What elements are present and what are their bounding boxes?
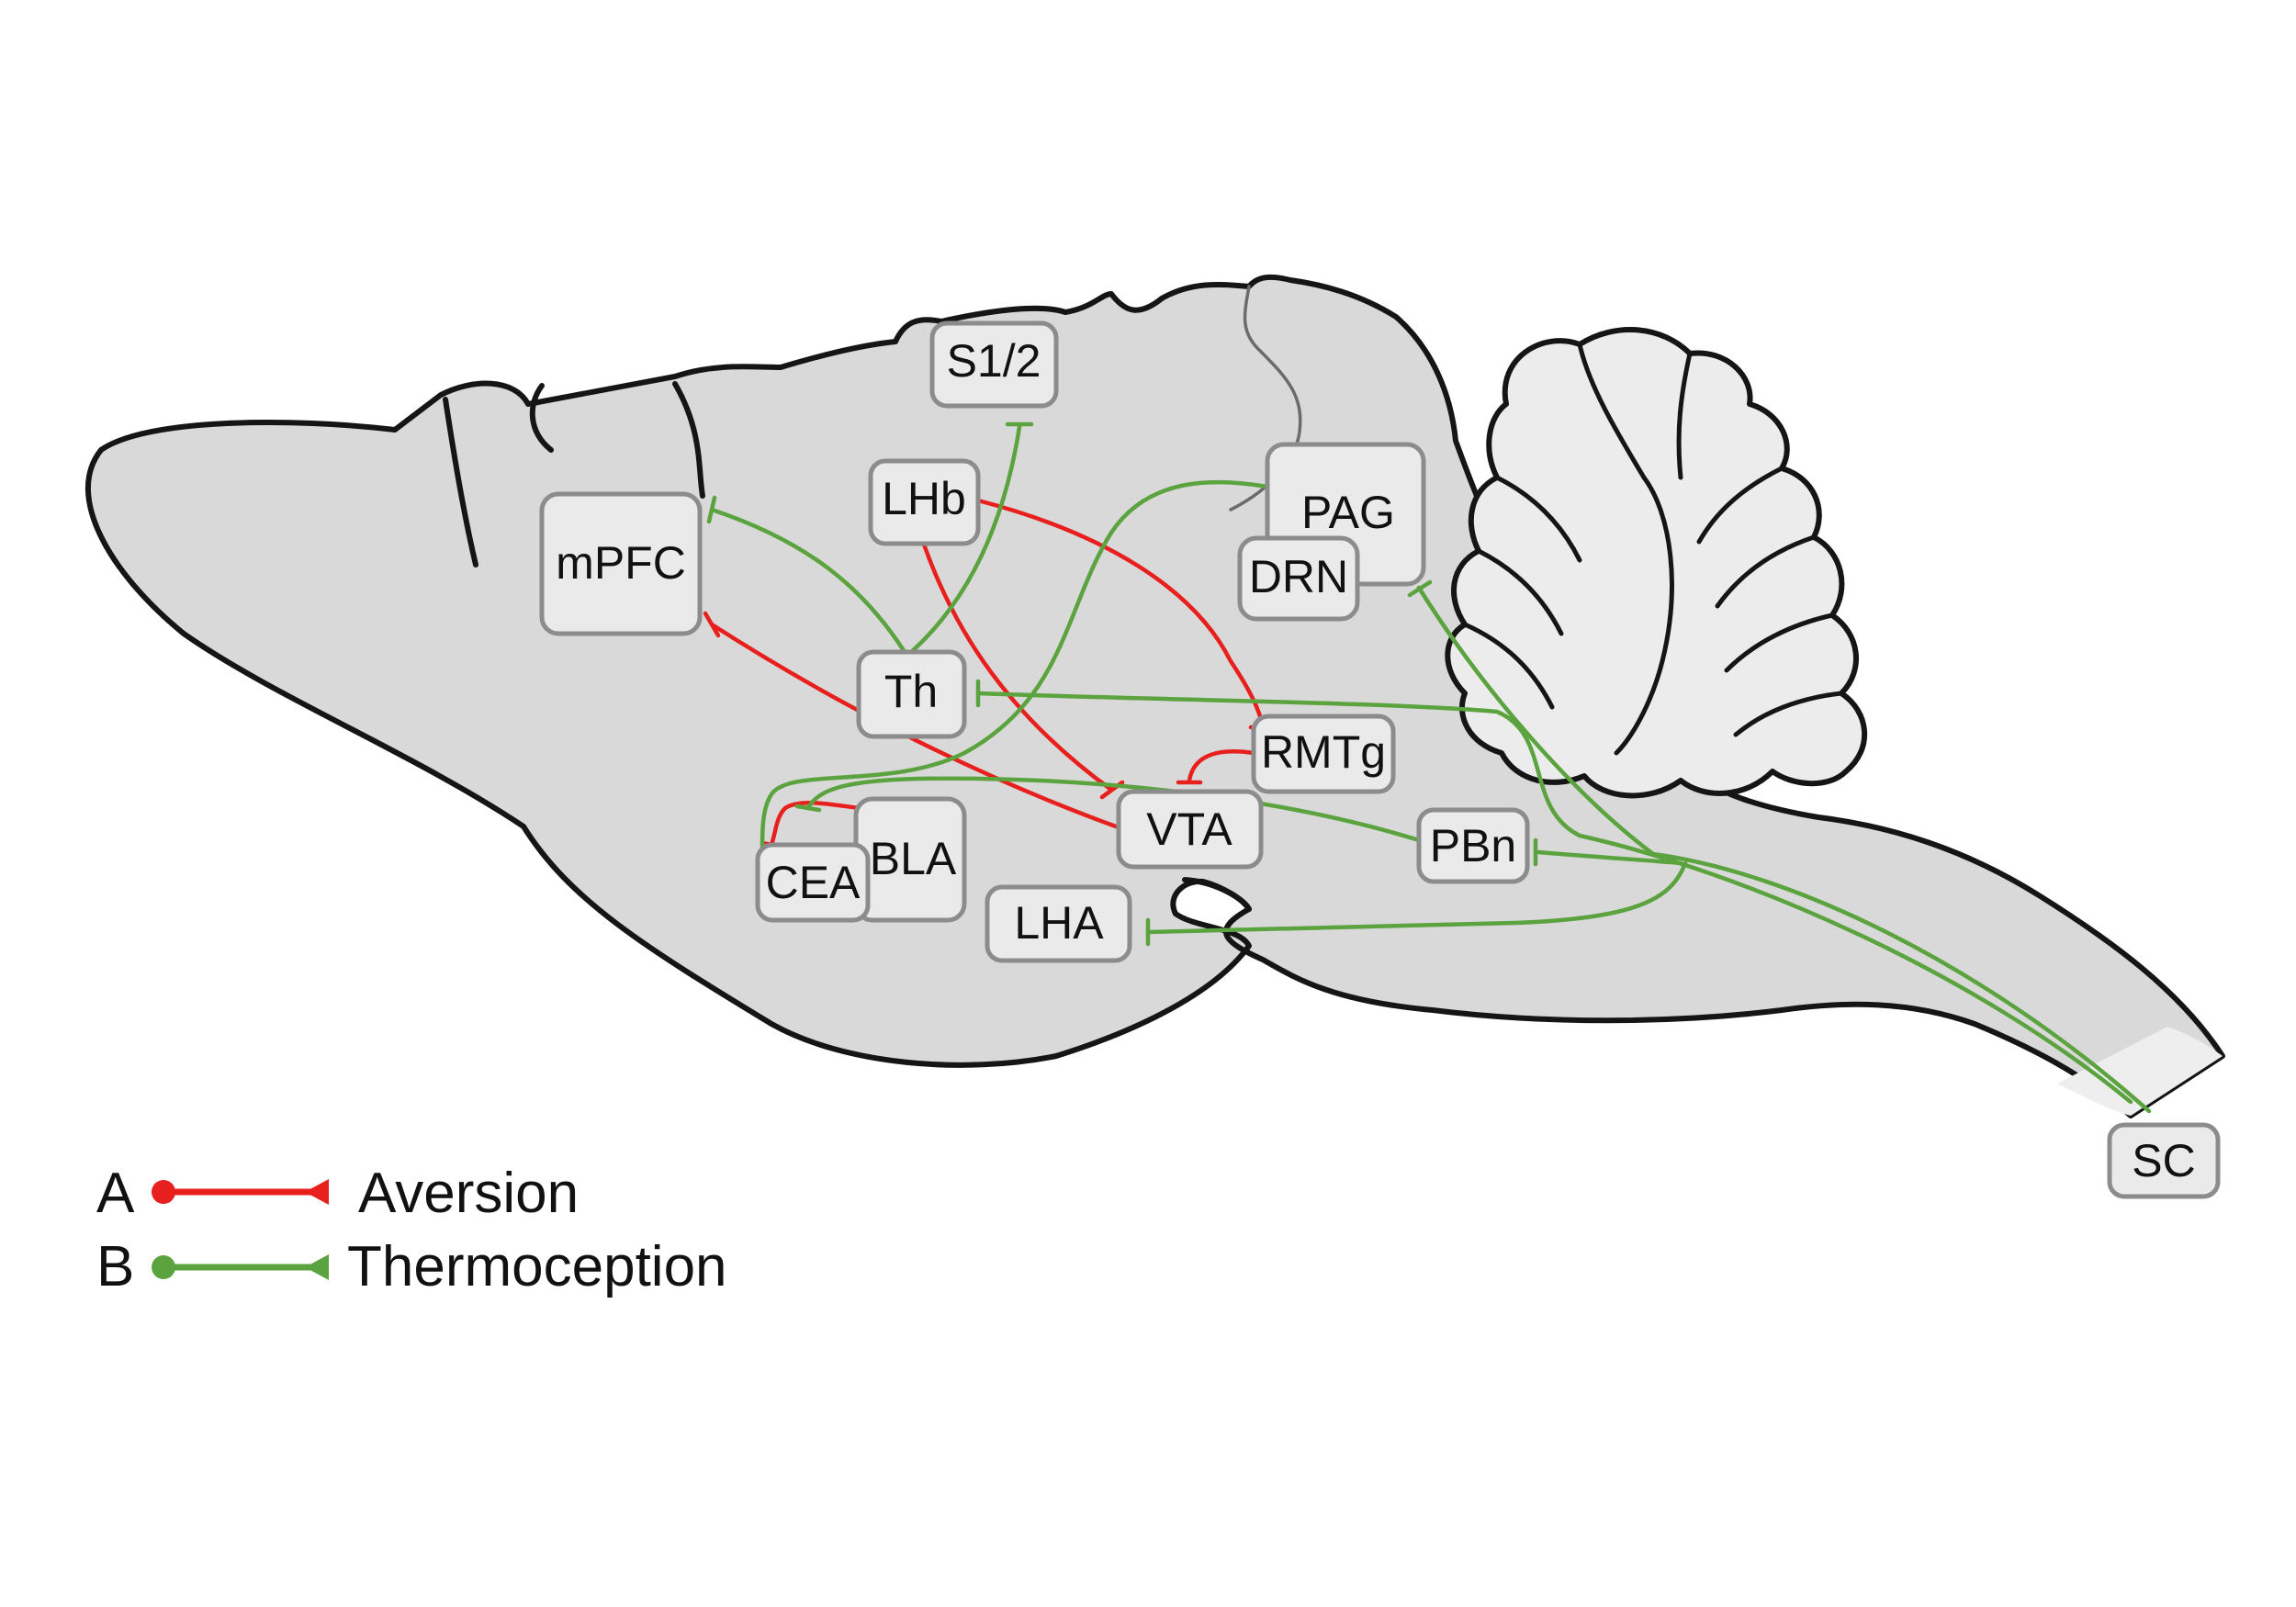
terminal-mpfc-green <box>706 495 717 524</box>
legend-label-aversion: Aversion <box>358 1162 579 1225</box>
region-pbn: PBn <box>1416 807 1530 884</box>
cerebellum-outline <box>1445 327 1868 799</box>
terminal-cea-green <box>794 804 822 813</box>
frontal-fissure <box>443 397 478 568</box>
cortical-notch <box>529 383 554 453</box>
region-rmtg-label: RMTg <box>1261 726 1386 778</box>
region-lhb-label: LHb <box>882 473 966 524</box>
legend-letter-b: B <box>96 1235 134 1298</box>
cerebellum-fold-6 <box>1733 691 1844 737</box>
legend: A Aversion B Thermoception <box>96 1162 727 1298</box>
legend-label-thermoception: Thermoception <box>347 1235 727 1298</box>
region-cea: CEA <box>755 842 871 923</box>
region-th: Th <box>856 649 967 739</box>
tract-sc-pbn <box>1536 849 1683 866</box>
cerebellum-fold-1 <box>1577 342 1647 480</box>
tract-lhb-rmtg <box>975 498 1266 728</box>
legend-item-aversion: A Aversion <box>96 1162 579 1225</box>
region-lha-label: LHA <box>1014 897 1104 949</box>
cerebellum-fold-7 <box>1494 475 1582 563</box>
region-pbn-label: PBn <box>1430 820 1517 871</box>
tract-lhb-vta <box>920 539 1114 792</box>
region-bla: BLA <box>853 796 967 923</box>
cerebellum-fold-5 <box>1724 612 1835 673</box>
cerebellum <box>1445 327 1868 799</box>
cerebellum-fold-3 <box>1696 466 1784 545</box>
tract-pag-cea <box>760 479 1270 852</box>
thermoception-pathways <box>706 421 2152 1114</box>
region-pag-label: PAG <box>1301 487 1395 538</box>
cerebellum-fold-2 <box>1676 351 1693 480</box>
legend-letter-a: A <box>96 1162 135 1225</box>
tract-th-s1 <box>906 424 1022 657</box>
terminal-mpfc <box>703 611 721 638</box>
region-th-label: Th <box>884 666 938 717</box>
tract-pbn-cea <box>805 776 1422 843</box>
region-s1-2: S1/2 <box>929 320 1059 409</box>
spinal-cord-fade <box>2057 1027 2223 1116</box>
region-lha: LHA <box>985 884 1132 963</box>
tract-rmtg-vta <box>1187 749 1256 783</box>
region-mpfc-label: mPFC <box>556 537 686 589</box>
cerebellum-fold-4 <box>1715 534 1817 609</box>
region-mpfc: mPFC <box>539 491 703 636</box>
region-drn: DRN <box>1237 535 1360 622</box>
tract-sc-lha <box>1145 860 1688 935</box>
region-s1-2-label: S1/2 <box>947 335 1041 387</box>
brain-silhouette <box>84 274 2225 1118</box>
cerebellum-fold-9 <box>1462 622 1555 710</box>
region-drn-label: DRN <box>1249 551 1348 602</box>
region-boxes: S1/2 LHb mPFC PAG DRN Th RMTg VTA <box>539 320 2221 1199</box>
cerebellum-core <box>1614 475 1674 756</box>
region-cea-label: CEA <box>766 857 861 908</box>
region-lhb: LHb <box>868 458 981 546</box>
tract-bla-cea <box>769 800 861 848</box>
ventral-notch <box>1182 877 1252 912</box>
region-vta-label: VTA <box>1146 804 1232 855</box>
terminal-drn <box>1407 579 1433 598</box>
cerebellum-fold-8 <box>1476 548 1564 636</box>
region-sc: SC <box>2107 1122 2221 1199</box>
tract-sc-drn <box>1416 585 2152 1114</box>
tract-th-mpfc <box>709 507 907 655</box>
region-sc-label: SC <box>2132 1135 2195 1186</box>
legend-item-thermoception: B Thermoception <box>96 1235 727 1298</box>
region-bla-label: BLA <box>870 833 957 884</box>
cortical-notch-2 <box>672 381 705 499</box>
tract-sc-th <box>975 691 2133 1105</box>
legend-thermoception-terminal <box>305 1254 329 1280</box>
region-vta: VTA <box>1116 789 1264 870</box>
legend-aversion-terminal <box>305 1179 329 1205</box>
region-rmtg: RMTg <box>1251 714 1396 794</box>
brain-outline <box>84 274 2225 1118</box>
